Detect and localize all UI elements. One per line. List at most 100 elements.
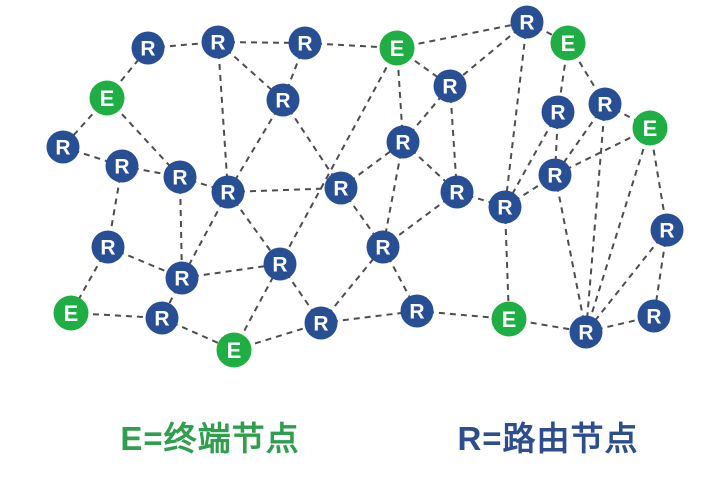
node-label: E	[227, 338, 242, 363]
router-node-r20: R	[366, 230, 400, 264]
node-circle	[433, 69, 467, 103]
mesh-link-e2-r4	[396, 21, 528, 49]
node-label: R	[172, 167, 187, 190]
node-circle	[46, 130, 80, 164]
endpoint-node-e2: E	[379, 30, 415, 66]
mesh-link-r5-r16	[449, 85, 458, 193]
node-label: R	[375, 237, 390, 260]
node-label: R	[154, 308, 169, 331]
router-node-r25: R	[637, 299, 671, 333]
node-label: R	[100, 237, 115, 260]
router-node-r5: R	[433, 69, 467, 103]
node-circle	[379, 30, 415, 66]
mesh-link-r8-r17	[504, 111, 559, 208]
node-label: E	[502, 307, 517, 332]
mesh-link-r7-e4	[604, 103, 651, 129]
legend-router-node: R=路由节点	[457, 420, 639, 457]
node-label: E	[643, 116, 658, 141]
node-label: R	[442, 76, 457, 99]
node-label: R	[272, 254, 287, 277]
router-node-r14: R	[324, 171, 358, 205]
legend-endpoint-node: E=终端节点	[120, 420, 300, 457]
legend: E=终端节点 R=路由节点	[0, 412, 720, 457]
node-circle	[366, 230, 400, 264]
node-label: R	[297, 33, 312, 56]
node-label: R	[174, 268, 189, 291]
node-label: R	[578, 322, 593, 345]
mesh-link-e4-r26	[585, 127, 651, 333]
node-label: R	[114, 156, 129, 179]
node-label: R	[449, 182, 464, 205]
router-node-r24: R	[400, 294, 434, 328]
node-label: R	[550, 102, 565, 125]
node-circle	[89, 80, 125, 116]
mesh-link-r2-r15	[217, 41, 229, 193]
mesh-link-e4-r13	[554, 127, 651, 176]
router-node-r19: R	[91, 230, 125, 264]
endpoint-node-e3: E	[550, 25, 586, 61]
node-label: E	[100, 86, 115, 111]
router-node-r9: R	[46, 130, 80, 164]
node-label: R	[547, 165, 562, 188]
router-node-r13: R	[538, 158, 572, 192]
node-label: R	[140, 38, 155, 61]
node-label: R	[497, 197, 512, 220]
node-circle	[131, 31, 165, 65]
node-circle	[488, 190, 522, 224]
router-node-r17: R	[488, 190, 522, 224]
node-circle	[541, 95, 575, 129]
mesh-link-e1-r12	[106, 97, 181, 178]
node-label: R	[659, 220, 674, 243]
node-label: R	[55, 137, 70, 160]
mesh-link-r7-r26	[585, 103, 606, 333]
mesh-link-r17-e7	[504, 206, 510, 320]
node-circle	[400, 294, 434, 328]
node-circle	[440, 175, 474, 209]
router-node-r2: R	[201, 25, 235, 59]
mesh-link-e2-r21	[279, 47, 398, 265]
router-node-r21: R	[263, 247, 297, 281]
node-label: R	[313, 313, 328, 336]
node-label: R	[519, 12, 534, 35]
node-label: R	[409, 301, 424, 324]
endpoint-node-e6: E	[216, 332, 252, 368]
mesh-link-r15-r14	[227, 187, 342, 193]
mesh-link-r10-r20	[382, 141, 404, 248]
node-circle	[263, 247, 297, 281]
node-circle	[650, 213, 684, 247]
endpoint-node-e7: E	[491, 301, 527, 337]
node-circle	[304, 306, 338, 340]
router-node-r4: R	[510, 5, 544, 39]
node-label: R	[333, 178, 348, 201]
node-circle	[165, 261, 199, 295]
node-label: R	[275, 90, 290, 113]
mesh-link-r6-r15	[227, 99, 284, 193]
node-label: R	[220, 182, 235, 205]
node-label: R	[597, 94, 612, 117]
node-circle	[324, 171, 358, 205]
mesh-link-r12-r22	[179, 176, 183, 279]
node-circle	[510, 5, 544, 39]
mesh-link-r12-r15	[179, 176, 229, 193]
mesh-link-r4-r5	[449, 21, 528, 87]
node-circle	[216, 332, 252, 368]
router-node-r27: R	[304, 306, 338, 340]
endpoint-node-e1: E	[89, 80, 125, 116]
node-circle	[550, 25, 586, 61]
node-circle	[588, 87, 622, 121]
endpoint-node-e5: E	[53, 295, 89, 331]
node-circle	[637, 299, 671, 333]
node-label: E	[561, 31, 576, 56]
router-node-r18: R	[650, 213, 684, 247]
router-node-r12: R	[163, 160, 197, 194]
node-circle	[288, 26, 322, 60]
node-circle	[538, 158, 572, 192]
node-circle	[145, 301, 179, 335]
node-circle	[105, 149, 139, 183]
node-circle	[266, 83, 300, 117]
router-node-r8: R	[541, 95, 575, 129]
mesh-link-r13-r26	[554, 174, 587, 333]
node-label: E	[390, 36, 405, 61]
node-circle	[211, 175, 245, 209]
